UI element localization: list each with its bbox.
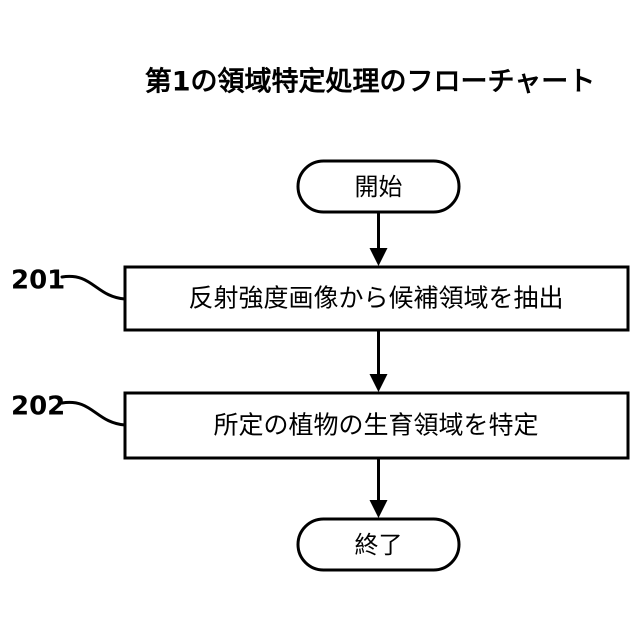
leader-line-202 bbox=[60, 400, 127, 427]
reference-label-202: 202 bbox=[11, 392, 65, 422]
end-node-shape bbox=[296, 517, 461, 572]
arrow-head-start-to-201 bbox=[369, 248, 388, 266]
process-box-201-shape bbox=[123, 265, 630, 332]
arrow-head-201-to-202 bbox=[369, 374, 388, 392]
process-box-201-label: 反射強度画像から候補領域を抽出 bbox=[188, 284, 563, 313]
end-node-label: 終了 bbox=[355, 531, 403, 559]
arrow-head-202-to-end bbox=[369, 500, 388, 518]
process-box-202-label: 所定の植物の生育領域を特定 bbox=[213, 411, 538, 440]
start-node-label: 開始 bbox=[355, 173, 403, 201]
reference-label-201: 201 bbox=[11, 266, 65, 296]
leader-line-201 bbox=[60, 274, 127, 301]
page-title: 第1の領域特定処理のフローチャート bbox=[145, 66, 596, 98]
